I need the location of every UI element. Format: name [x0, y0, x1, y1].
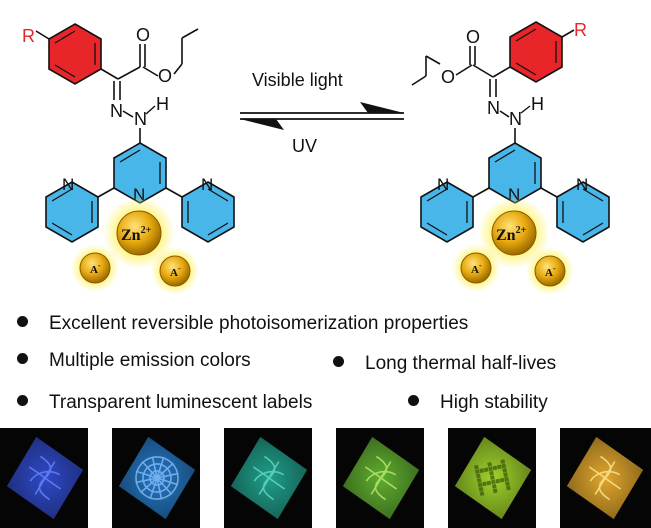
right-isomer: O O R N N H N N: [411, 20, 610, 295]
svg-text:Zn2+: Zn2+: [121, 225, 152, 244]
photo-rosette: [112, 428, 200, 528]
forward-arrow-label: Visible light: [252, 70, 343, 90]
left-isomer: R O O N N H N N: [22, 23, 235, 295]
left-aryl-ring: [48, 23, 102, 85]
right-zinc-ion: [491, 210, 537, 256]
left-ester-oxygen: O: [158, 66, 172, 86]
right-anion-a: [460, 252, 492, 284]
right-anion-a-label: A: [471, 264, 479, 276]
right-ester-oxygen: O: [441, 67, 455, 87]
right-zinc-label: Zn: [496, 227, 516, 244]
left-amine-hydrogen: H: [156, 94, 169, 114]
photo-ornament: [224, 428, 312, 528]
photo-qr-code: [448, 428, 536, 528]
left-anion-b-label: A: [170, 267, 178, 279]
right-anion-b: [534, 255, 566, 287]
left-imine-nitrogen: N: [110, 101, 123, 121]
right-amine-hydrogen: H: [531, 94, 544, 114]
svg-text:A-: A-: [90, 261, 101, 276]
left-zinc-charge: 2+: [141, 225, 152, 236]
right-outer-ring-a-nitrogen: N: [437, 175, 449, 194]
left-anion-b-charge: -: [178, 264, 181, 273]
forward-arrow-head: [360, 102, 404, 113]
luminescent-label-photos: [0, 428, 651, 528]
left-carbonyl-oxygen: O: [136, 25, 150, 45]
left-outer-ring-a-nitrogen: N: [62, 175, 74, 194]
photo-ornament: [336, 428, 424, 528]
right-substituent-label: R: [574, 20, 587, 40]
svg-text:A-: A-: [170, 264, 181, 279]
left-zinc-label: Zn: [121, 227, 141, 244]
photo-fleur: [0, 428, 88, 528]
left-zinc-ion: [116, 210, 162, 256]
reverse-arrow-head: [240, 119, 284, 130]
equilibrium-arrows: Visible light UV: [240, 70, 404, 156]
photo-damask: [560, 428, 651, 528]
right-outer-ring-b-nitrogen: N: [576, 175, 588, 194]
left-anion-a: [79, 252, 111, 284]
photoisomerization-scheme: R O O N N H N N: [22, 20, 610, 295]
right-aryl-ring: [509, 21, 563, 83]
left-anion-b: [159, 255, 191, 287]
svg-text:A-: A-: [545, 264, 556, 279]
left-anion-a-charge: -: [98, 261, 101, 270]
right-anion-a-charge: -: [479, 261, 482, 270]
svg-text:A-: A-: [471, 261, 482, 276]
left-amine-nitrogen: N: [134, 109, 147, 129]
right-amine-nitrogen: N: [509, 109, 522, 129]
left-outer-ring-b-nitrogen: N: [201, 175, 213, 194]
right-anion-b-charge: -: [553, 264, 556, 273]
reverse-arrow-label: UV: [292, 136, 317, 156]
right-imine-nitrogen: N: [487, 98, 500, 118]
left-anion-a-label: A: [90, 264, 98, 276]
svg-text:Zn2+: Zn2+: [496, 225, 527, 244]
right-anion-b-label: A: [545, 267, 553, 279]
right-zinc-charge: 2+: [516, 225, 527, 236]
right-carbonyl-oxygen: O: [466, 27, 480, 47]
left-substituent-label: R: [22, 26, 35, 46]
